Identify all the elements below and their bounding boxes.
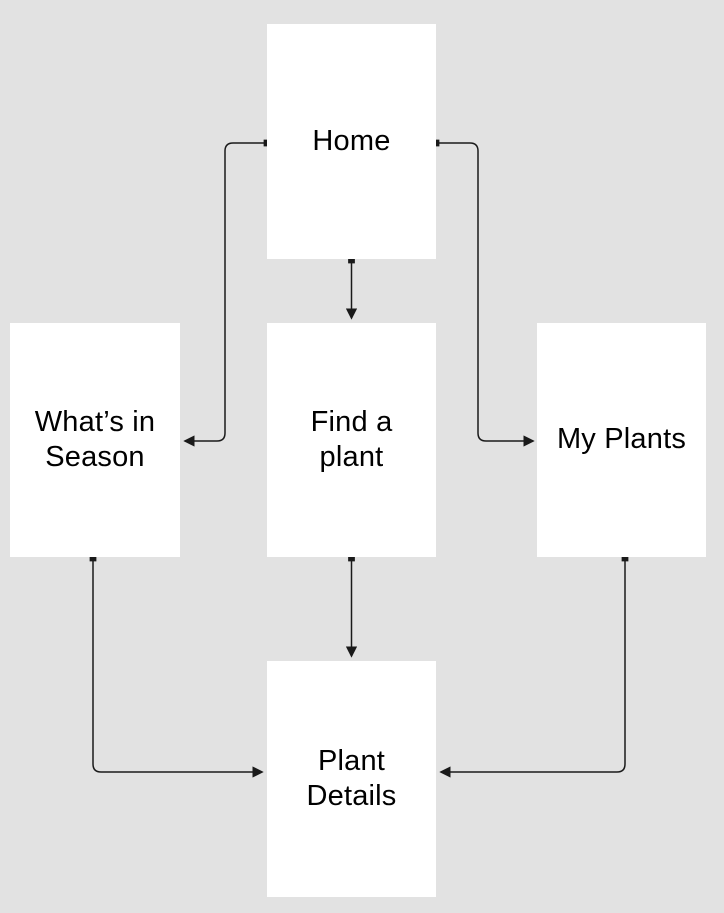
node-home-label: Home — [312, 124, 391, 157]
node-my-plants-label: My Plants — [556, 423, 687, 456]
node-find-a-plant[interactable]: Find a plant — [267, 323, 436, 557]
node-plant-details-label: Plant Details — [306, 744, 397, 812]
node-find-a-plant-label: Find a plant — [310, 405, 393, 473]
node-whats-in-season-label: What’s in Season — [34, 405, 156, 473]
node-whats-in-season[interactable]: What’s in Season — [10, 323, 180, 557]
edge-home-to-my-plants — [432, 139, 535, 447]
node-home[interactable]: Home — [267, 24, 436, 259]
edge-my-plants-to-plant-details — [439, 554, 629, 778]
edge-home-to-whats-in-season — [183, 139, 271, 447]
edge-whats-in-season-to-plant-details — [89, 554, 264, 778]
node-plant-details[interactable]: Plant Details — [267, 661, 436, 897]
node-my-plants[interactable]: My Plants — [537, 323, 706, 557]
